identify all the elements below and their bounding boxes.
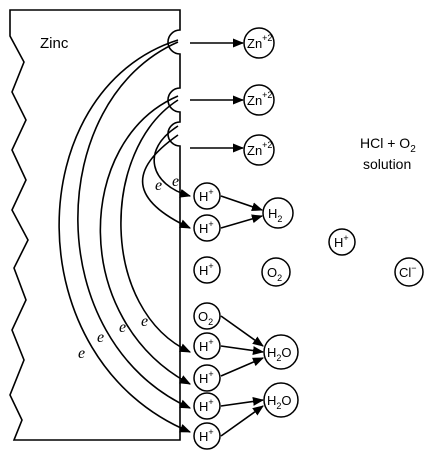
electron-path-3	[99, 95, 191, 385]
solution-h-plus: H+	[328, 228, 356, 256]
surface-h-plus-6: H+	[193, 392, 221, 420]
zinc-ion-1: Zn+2	[243, 27, 275, 59]
h2o-reaction-arrow-4	[220, 396, 265, 407]
h2-reaction-arrow-2	[220, 214, 264, 229]
product-h2o-1: H2O	[263, 334, 299, 370]
solution-o2: O2	[261, 257, 291, 287]
electron-path-1	[58, 39, 192, 433]
electron-label-1: e	[155, 177, 162, 194]
electron-label-3: e	[78, 345, 85, 362]
surface-h-plus-3: H+	[193, 256, 221, 284]
zinc-metal-block	[9, 9, 181, 441]
electron-path-4	[120, 99, 192, 353]
zinc-ion-3: Zn+2	[243, 134, 275, 166]
svg-text:H+: H+	[199, 261, 214, 278]
surface-h-plus-1: H+	[193, 182, 221, 210]
surface-h-plus-4: H+	[193, 332, 221, 360]
svg-text:Cl−: Cl−	[399, 263, 417, 280]
product-h2o-2: H2O	[263, 382, 299, 418]
electron-label-5: e	[119, 319, 126, 336]
electron-path-2	[77, 41, 192, 409]
svg-text:Zn+2: Zn+2	[247, 140, 272, 158]
svg-text:H+: H+	[199, 427, 214, 444]
svg-text:H+: H+	[334, 233, 349, 250]
svg-text:Zn+2: Zn+2	[247, 90, 272, 108]
surface-h-plus-7: H+	[193, 422, 221, 450]
svg-text:H+: H+	[199, 219, 214, 236]
electron-path-5	[141, 134, 192, 229]
product-h2: H2	[262, 197, 294, 229]
h2o-reaction-arrow-5	[220, 405, 264, 437]
electron-label-6: e	[141, 313, 148, 330]
svg-text:O2: O2	[198, 309, 213, 327]
svg-text:H+: H+	[199, 337, 214, 354]
zinc-ion-2: Zn+2	[243, 84, 275, 116]
svg-text:H2: H2	[268, 206, 282, 224]
svg-text:Zn+2: Zn+2	[247, 33, 272, 51]
svg-text:H+: H+	[199, 369, 214, 386]
svg-text:O2: O2	[267, 265, 282, 283]
svg-text:H+: H+	[199, 187, 214, 204]
h2o-reaction-arrow-2	[220, 345, 265, 356]
svg-text:H+: H+	[199, 397, 214, 414]
h2o-reaction-arrow-3	[220, 357, 265, 377]
electron-path-6	[153, 125, 192, 198]
svg-text:H2O: H2O	[267, 345, 292, 363]
solution-label-line1: HCl + O2	[360, 135, 416, 155]
svg-text:H2O: H2O	[267, 393, 292, 411]
h2-reaction-arrow-1	[220, 195, 264, 211]
h2o-reaction-arrow-1	[220, 315, 264, 347]
electron-label-4: e	[97, 329, 104, 346]
electron-label-2: e	[172, 173, 179, 190]
solution-label-line2: solution	[363, 156, 411, 172]
surface-o2: O2	[193, 302, 221, 330]
zinc-label: Zinc	[40, 35, 69, 52]
solution-cl-minus: Cl−	[394, 257, 424, 287]
surface-h-plus-2: H+	[193, 214, 221, 242]
surface-h-plus-5: H+	[193, 364, 221, 392]
